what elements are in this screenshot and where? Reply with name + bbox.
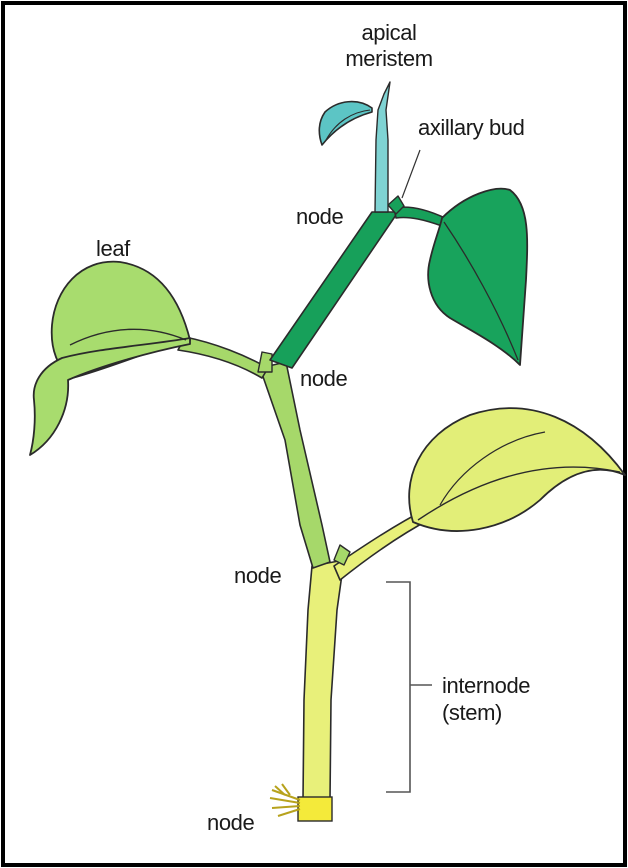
label-leaf: leaf	[96, 236, 131, 261]
label-stem: (stem)	[442, 700, 502, 725]
label-node-middle: node	[234, 563, 282, 588]
label-apical: apical	[361, 20, 416, 45]
label-node-top: node	[296, 204, 344, 229]
upper-right-petiole	[394, 207, 445, 226]
stem-base	[298, 797, 332, 821]
label-axillary-bud: axillary bud	[418, 115, 524, 140]
lower-stem-internode	[303, 560, 344, 800]
axillary-bud-pointer	[402, 150, 420, 198]
lower-right-leaf	[409, 408, 625, 531]
label-internode: internode	[442, 673, 530, 698]
left-leaf-petiole	[178, 337, 268, 378]
label-node-bottom: node	[207, 810, 255, 835]
label-meristem: meristem	[345, 46, 432, 71]
middle-stem-internode	[260, 362, 330, 568]
top-stem-shoot	[375, 82, 390, 212]
label-node-upper: node	[300, 366, 348, 391]
upper-stem-internode	[270, 212, 398, 368]
root-hairs-icon	[270, 784, 300, 816]
left-leaf-fold	[30, 338, 190, 455]
middle-node-bump	[258, 352, 272, 372]
internode-bracket	[386, 582, 432, 792]
